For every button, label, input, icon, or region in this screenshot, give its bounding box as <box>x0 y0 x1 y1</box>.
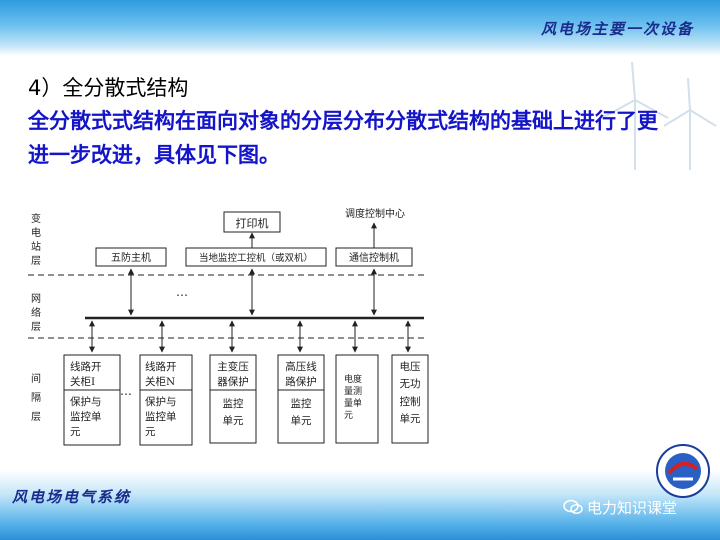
svg-text:电度: 电度 <box>344 373 362 385</box>
header-title: 风电场主要一次设备 <box>540 20 694 38</box>
svg-text:路保护: 路保护 <box>285 375 317 388</box>
svg-text:监控: 监控 <box>291 397 312 410</box>
wechat-icon <box>563 499 583 519</box>
svg-text:线路开: 线路开 <box>145 360 177 373</box>
comm-control-label: 通信控制机 <box>349 251 399 264</box>
footer-title: 风电场电气系统 <box>12 488 132 506</box>
svg-text:站: 站 <box>31 240 41 253</box>
bay-unit-transformer: 主变压 器保护 监控 单元 <box>209 320 257 444</box>
local-monitor-label: 当地监控工控机（或双机） <box>199 252 313 264</box>
svg-text:元: 元 <box>344 411 353 421</box>
layer-label-station: 变 电 站 层 <box>31 212 41 267</box>
bay-unit-energy-metering: 电度 量测 量单 元 <box>335 320 379 444</box>
wind-turbines-icon <box>601 61 717 170</box>
svg-text:主变压: 主变压 <box>217 360 249 373</box>
svg-text:器保护: 器保护 <box>217 375 249 388</box>
svg-text:层: 层 <box>31 255 41 267</box>
section-paragraph: 全分散式式结构在面向对象的分层分布分散式结构的基础上进行了更进一步改进，具体见下… <box>28 109 658 167</box>
section-heading: 4）全分散式结构 <box>28 76 189 100</box>
svg-text:电压: 电压 <box>400 360 421 373</box>
svg-text:高压线: 高压线 <box>285 360 317 373</box>
wechat-account: 电力知识课堂 <box>563 497 677 519</box>
bay-unit-hv-line: 高压线 路保护 监控 单元 <box>277 320 325 444</box>
layer-label-bay: 间 隔 层 <box>31 372 41 423</box>
svg-text:单元: 单元 <box>291 415 312 427</box>
svg-text:监控单: 监控单 <box>70 410 102 423</box>
wufang-host-box <box>95 247 167 267</box>
svg-text:量测: 量测 <box>344 386 362 397</box>
svg-text:保护与: 保护与 <box>145 395 177 408</box>
svg-text:单元: 单元 <box>223 415 244 427</box>
svg-text:元: 元 <box>145 426 156 438</box>
header-banner <box>0 0 720 56</box>
bay-unit-voltage-var: 电压 无功 控制 单元 <box>391 320 429 444</box>
svg-text:关柜N: 关柜N <box>145 375 175 388</box>
svg-text:元: 元 <box>70 426 81 438</box>
svg-text:监控单: 监控单 <box>145 410 177 423</box>
svg-text:网: 网 <box>31 293 41 305</box>
printer-label: 打印机 <box>236 216 269 230</box>
svg-text:间: 间 <box>31 372 41 385</box>
svg-text:关柜Ⅰ: 关柜Ⅰ <box>70 375 95 388</box>
svg-text:保护与: 保护与 <box>70 395 102 408</box>
layer-label-network: 网 络 层 <box>31 293 41 333</box>
bay-unit-line-switch-1: 线路开 关柜Ⅰ 保护与 监控单 元 <box>63 320 121 446</box>
local-monitor-box <box>185 247 327 267</box>
svg-text:隔: 隔 <box>31 392 41 404</box>
svg-text:变: 变 <box>31 212 41 225</box>
architecture-diagram: 变 电 站 层 网 络 层 间 隔 层 打印机 调度控制中心 五防主机 当地监控… <box>28 207 429 446</box>
footer-banner <box>0 470 720 540</box>
svg-text:络: 络 <box>31 306 41 319</box>
wechat-account-name: 电力知识课堂 <box>587 499 678 517</box>
svg-text:无功: 无功 <box>400 378 421 390</box>
dispatch-center-label: 调度控制中心 <box>345 207 405 220</box>
university-logo-icon <box>656 444 710 498</box>
svg-text:线路开: 线路开 <box>70 360 102 373</box>
bay-ellipsis: … <box>120 384 132 398</box>
svg-text:层: 层 <box>31 411 41 423</box>
wufang-host-label: 五防主机 <box>111 251 151 264</box>
svg-text:单元: 单元 <box>400 413 421 425</box>
svg-text:层: 层 <box>31 321 41 333</box>
station-ellipsis: … <box>176 285 188 299</box>
svg-text:电: 电 <box>31 226 41 239</box>
svg-text:量单: 量单 <box>344 397 362 409</box>
svg-text:监控: 监控 <box>223 397 244 410</box>
printer-box <box>223 211 281 233</box>
svg-text:控制: 控制 <box>400 395 421 408</box>
comm-control-box <box>335 247 413 267</box>
bay-unit-line-switch-n: 线路开 关柜N 保护与 监控单 元 <box>139 320 193 446</box>
